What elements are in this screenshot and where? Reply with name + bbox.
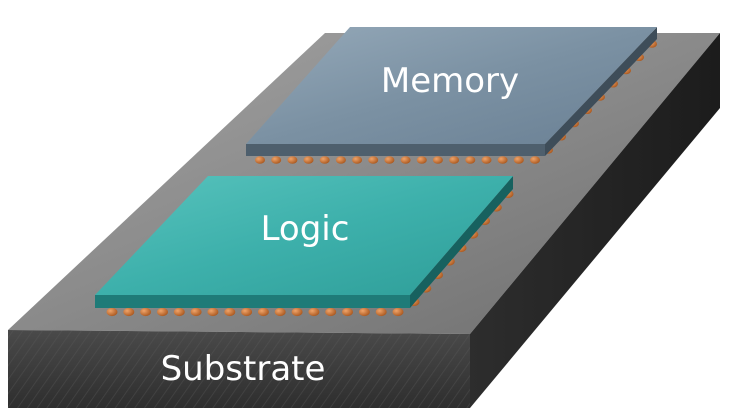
memory-die: Memory (246, 27, 657, 164)
solder-bump (287, 156, 298, 164)
solder-bump (271, 156, 282, 164)
solder-bump (400, 156, 411, 164)
solder-bump (140, 307, 152, 317)
memory-label: Memory (381, 61, 519, 101)
solder-bump (335, 156, 346, 164)
solder-bump (342, 307, 353, 317)
solder-bump (481, 156, 492, 164)
solder-bump (375, 307, 387, 317)
solder-bump (157, 307, 168, 317)
solder-bump (123, 307, 135, 317)
substrate-side-face (470, 33, 720, 408)
memory-die-top (246, 27, 657, 144)
solder-bump (384, 156, 395, 164)
logic-die: Logic (95, 176, 514, 317)
memory-die-edge (246, 144, 545, 156)
solder-bump (241, 307, 253, 317)
logic-die-side-edge (410, 176, 513, 308)
solder-bump (303, 156, 314, 164)
solder-bump (416, 156, 427, 164)
logic-label: Logic (261, 209, 350, 249)
solder-bump (257, 307, 269, 317)
solder-bump (190, 307, 202, 317)
solder-bump (368, 156, 379, 164)
solder-bump (255, 156, 265, 164)
logic-die-top (95, 176, 513, 295)
solder-bump (513, 156, 524, 164)
solder-bump (106, 307, 118, 317)
solder-bump (207, 307, 219, 317)
solder-bump (497, 156, 508, 164)
substrate-front-texture (8, 330, 470, 408)
solder-bump (173, 307, 185, 317)
solder-bump (274, 307, 286, 317)
solder-bump (432, 156, 443, 164)
logic-die-edge (95, 295, 410, 308)
solder-bump (308, 307, 320, 317)
solder-bump (352, 156, 363, 164)
solder-bump (319, 156, 330, 164)
solder-bump (449, 156, 460, 164)
solder-bump (392, 307, 404, 317)
solder-bump (325, 307, 337, 317)
memory-die-side-edge (545, 27, 657, 156)
solder-bump (465, 156, 476, 164)
solder-bump (358, 307, 370, 317)
solder-bump (224, 307, 236, 317)
solder-bump (291, 307, 303, 317)
solder-bump (530, 156, 540, 164)
substrate-label: Substrate (161, 349, 326, 389)
